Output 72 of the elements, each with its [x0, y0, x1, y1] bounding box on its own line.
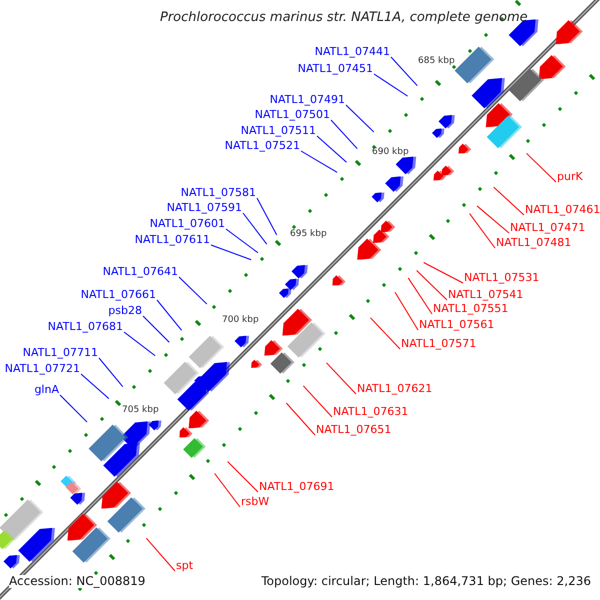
leader-line [302, 385, 332, 418]
leader-line [98, 358, 124, 388]
leader-line [330, 120, 358, 150]
scale-label: 700 kbp [222, 314, 259, 327]
leader-line [416, 270, 448, 300]
leader-line [346, 104, 374, 133]
leader-line [316, 136, 348, 163]
scale-label: 705 kbp [122, 404, 159, 417]
gene-label: NATL1_07591 [166, 201, 242, 214]
leader-line [60, 394, 88, 423]
leader-line [394, 292, 418, 330]
leader-line [178, 276, 208, 305]
leader-line [156, 300, 182, 331]
gene-label: NATL1_07631 [333, 405, 408, 418]
leader-line [374, 74, 408, 97]
leader-line [256, 198, 278, 236]
scale-label: 685 kbp [418, 55, 455, 68]
gene-label: NATL1_07451 [298, 62, 373, 75]
gene-label: NATL1_07571 [401, 337, 476, 350]
gene-label: NATL1_07681 [48, 320, 123, 333]
gene-label: NATL1_07561 [419, 318, 494, 331]
gene-label: NATL1_07501 [254, 108, 330, 121]
leader-line [286, 402, 316, 436]
leader-line [214, 472, 240, 508]
gene-label: NATL1_07601 [150, 217, 225, 230]
gene-label: rsbW [241, 495, 270, 508]
gene-label: NATL1_07461 [525, 203, 600, 216]
title: Prochlorococcus marinus str. NATL1A, complete genome [160, 11, 528, 24]
gene-label: NATL1_07661 [80, 288, 156, 301]
gene-label: NATL1_07711 [22, 346, 98, 359]
gene-label: NATL1_07521 [224, 139, 300, 152]
leader-line [226, 228, 258, 254]
leader-line [493, 186, 524, 216]
gene-label: glnA [34, 383, 59, 396]
gene-label: NATL1_07621 [357, 382, 432, 395]
leader-line [300, 150, 338, 173]
scale-label: 690 kbp [372, 146, 409, 159]
leader-line [476, 205, 510, 234]
leader-line [146, 538, 176, 572]
gene-label: NATL1_07481 [496, 236, 572, 249]
gene-label: spt [176, 559, 194, 572]
leader-line [326, 362, 356, 394]
leader-line [390, 56, 418, 86]
leader-line [408, 277, 432, 314]
scale-label: 695 kbp [290, 228, 327, 241]
gene-label: NATL1_07581 [180, 186, 256, 199]
genome-info-text: Topology: circular; Length: 1,864,731 bp; Genes: 2,236 [261, 575, 591, 588]
gene-label: NATL1_07641 [102, 265, 178, 278]
gene-label: NATL1_07511 [240, 124, 316, 137]
gene-label: NATL1_07551 [433, 302, 508, 315]
leader-line [242, 212, 268, 245]
gene-label: NATL1_07651 [316, 423, 392, 436]
leader-line [227, 461, 258, 492]
gene-label: psb28 [108, 304, 142, 317]
leader-line [423, 262, 464, 284]
leader-line [80, 374, 110, 400]
leader-line [526, 152, 556, 182]
leader-line [370, 317, 400, 350]
gene-label: NATL1_07541 [448, 288, 524, 301]
gene-label: NATL1_07721 [4, 362, 80, 375]
gene-label: NATL1_07691 [259, 480, 334, 493]
gene-label: NATL1_07531 [464, 271, 540, 284]
leader-line [469, 213, 496, 248]
gene-label: purK [557, 170, 583, 183]
gene-label: NATL1_07491 [270, 93, 345, 106]
gene-label: NATL1_07611 [134, 233, 210, 246]
gene-label: NATL1_07441 [314, 45, 390, 58]
gene-label: NATL1_07471 [510, 221, 586, 234]
leader-line [124, 332, 156, 356]
leader-line [210, 244, 252, 260]
accession-text: Accession: NC_008819 [9, 575, 146, 588]
leader-line [142, 316, 170, 343]
